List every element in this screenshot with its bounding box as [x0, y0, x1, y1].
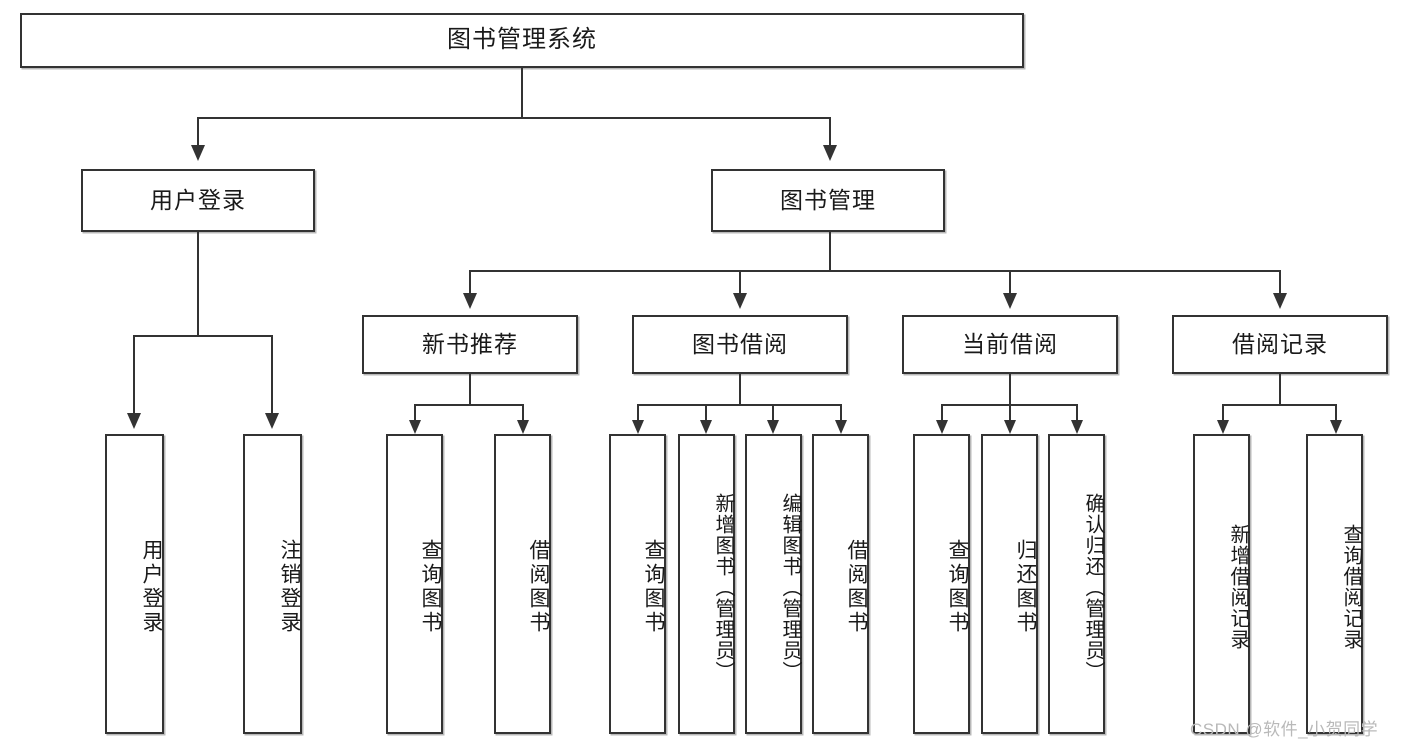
node-label: 当前借阅 [962, 330, 1058, 357]
leaf-current-borrow-query[interactable]: 查询图书 [913, 434, 970, 734]
node-label: 编辑图书（管理员） [779, 492, 801, 682]
node-label: 新增图书（管理员） [712, 492, 734, 682]
arrow-book-borrow-to-leaf-1 [632, 420, 644, 434]
leaf-current-borrow-confirm[interactable]: 确认归还（管理员） [1048, 434, 1105, 734]
leaf-book-borrow-query[interactable]: 查询图书 [609, 434, 666, 734]
leaf-user-login-login[interactable]: 用户登录 [105, 434, 164, 734]
edge-book-borrow-stem [739, 374, 741, 406]
edge-root-to-user-login [197, 117, 199, 147]
node-label: 借阅图书 [845, 539, 868, 635]
arrow-new-book-to-leaf-2 [517, 420, 529, 434]
arrow-root-to-user-login [191, 145, 205, 161]
node-label: 查询图书 [946, 539, 969, 635]
leaf-user-login-logout[interactable]: 注销登录 [243, 434, 302, 734]
node-label: 查询图书 [642, 539, 665, 635]
node-book-borrow[interactable]: 图书借阅 [632, 315, 848, 374]
arrow-borrow-record-to-leaf-1 [1217, 420, 1229, 434]
arrow-book-manage-to-borrow-record [1273, 293, 1287, 309]
arrow-book-manage-to-current-borrow [1003, 293, 1017, 309]
edge-book-borrow-bus [637, 404, 841, 406]
node-label: 注销登录 [278, 539, 301, 635]
edge-book-manage-stem [829, 232, 831, 272]
leaf-book-borrow-add[interactable]: 新增图书（管理员） [678, 434, 735, 734]
leaf-new-book-borrow[interactable]: 借阅图书 [494, 434, 551, 734]
arrow-book-manage-to-book-borrow [733, 293, 747, 309]
leaf-current-borrow-return[interactable]: 归还图书 [981, 434, 1038, 734]
node-label: 借阅记录 [1232, 330, 1328, 357]
edge-root-to-book-manage [829, 117, 831, 147]
edge-book-manage-to-book-borrow [739, 270, 741, 295]
arrow-user-login-to-leaf-1 [127, 413, 141, 429]
node-label: 图书借阅 [692, 330, 788, 357]
edge-book-borrow-to-leaf-4 [840, 404, 842, 422]
node-label: 新增借阅记录 [1227, 524, 1249, 650]
node-label: 查询借阅记录 [1340, 524, 1362, 650]
arrow-book-borrow-to-leaf-4 [835, 420, 847, 434]
edge-book-borrow-to-leaf-3 [772, 404, 774, 422]
node-new-book-recommend[interactable]: 新书推荐 [362, 315, 578, 374]
node-book-management[interactable]: 图书管理 [711, 169, 945, 232]
node-label: 用户登录 [140, 539, 163, 635]
node-current-borrow[interactable]: 当前借阅 [902, 315, 1118, 374]
edge-new-book-stem [469, 374, 471, 406]
edge-book-manage-bus [469, 270, 1281, 272]
leaf-new-book-query[interactable]: 查询图书 [386, 434, 443, 734]
node-label: 新书推荐 [422, 330, 518, 357]
edge-user-login-bus [133, 335, 273, 337]
edge-borrow-record-to-leaf-2 [1335, 404, 1337, 422]
leaf-borrow-record-query[interactable]: 查询借阅记录 [1306, 434, 1363, 734]
edge-current-borrow-to-leaf-1 [941, 404, 943, 422]
arrow-current-borrow-to-leaf-2 [1004, 420, 1016, 434]
node-label: 借阅图书 [527, 539, 550, 635]
edge-root-stem [521, 68, 523, 118]
leaf-book-borrow-edit[interactable]: 编辑图书（管理员） [745, 434, 802, 734]
edge-book-manage-to-borrow-record [1279, 270, 1281, 295]
edge-book-manage-to-new-book [469, 270, 471, 295]
edge-book-borrow-to-leaf-2 [705, 404, 707, 422]
edge-current-borrow-to-leaf-3 [1076, 404, 1078, 422]
node-label: 用户登录 [150, 186, 246, 213]
leaf-borrow-record-add[interactable]: 新增借阅记录 [1193, 434, 1250, 734]
edge-new-book-to-leaf-1 [414, 404, 416, 422]
edge-current-borrow-to-leaf-2 [1009, 404, 1011, 422]
edge-book-manage-to-current-borrow [1009, 270, 1011, 295]
edge-borrow-record-to-leaf-1 [1222, 404, 1224, 422]
edge-user-login-to-leaf-2 [271, 335, 273, 415]
watermark-text: CSDN @软件_小贺同学 [1190, 720, 1379, 739]
edge-user-login-to-leaf-1 [133, 335, 135, 415]
arrow-book-borrow-to-leaf-2 [700, 420, 712, 434]
node-borrow-record[interactable]: 借阅记录 [1172, 315, 1388, 374]
arrow-user-login-to-leaf-2 [265, 413, 279, 429]
edge-root-bus [197, 117, 831, 119]
edge-book-borrow-to-leaf-1 [637, 404, 639, 422]
edge-borrow-record-stem [1279, 374, 1281, 406]
edge-borrow-record-bus [1222, 404, 1337, 406]
node-label: 图书管理 [780, 186, 876, 213]
arrow-current-borrow-to-leaf-3 [1071, 420, 1083, 434]
node-label: 确认归还（管理员） [1082, 492, 1104, 682]
node-root-system[interactable]: 图书管理系统 [20, 13, 1024, 68]
arrow-new-book-to-leaf-1 [409, 420, 421, 434]
edge-new-book-bus [414, 404, 524, 406]
node-label: 归还图书 [1014, 539, 1037, 635]
node-user-login[interactable]: 用户登录 [81, 169, 315, 232]
arrow-borrow-record-to-leaf-2 [1330, 420, 1342, 434]
node-label: 图书管理系统 [447, 26, 597, 54]
node-label: 查询图书 [419, 539, 442, 635]
edge-user-login-stem [197, 232, 199, 337]
arrow-current-borrow-to-leaf-1 [936, 420, 948, 434]
arrow-book-manage-to-new-book [463, 293, 477, 309]
leaf-book-borrow-borrow[interactable]: 借阅图书 [812, 434, 869, 734]
arrow-root-to-book-manage [823, 145, 837, 161]
edge-current-borrow-stem [1009, 374, 1011, 406]
csdn-watermark: CSDN @软件_小贺同学 [1190, 715, 1378, 740]
edge-new-book-to-leaf-2 [522, 404, 524, 422]
arrow-book-borrow-to-leaf-3 [767, 420, 779, 434]
